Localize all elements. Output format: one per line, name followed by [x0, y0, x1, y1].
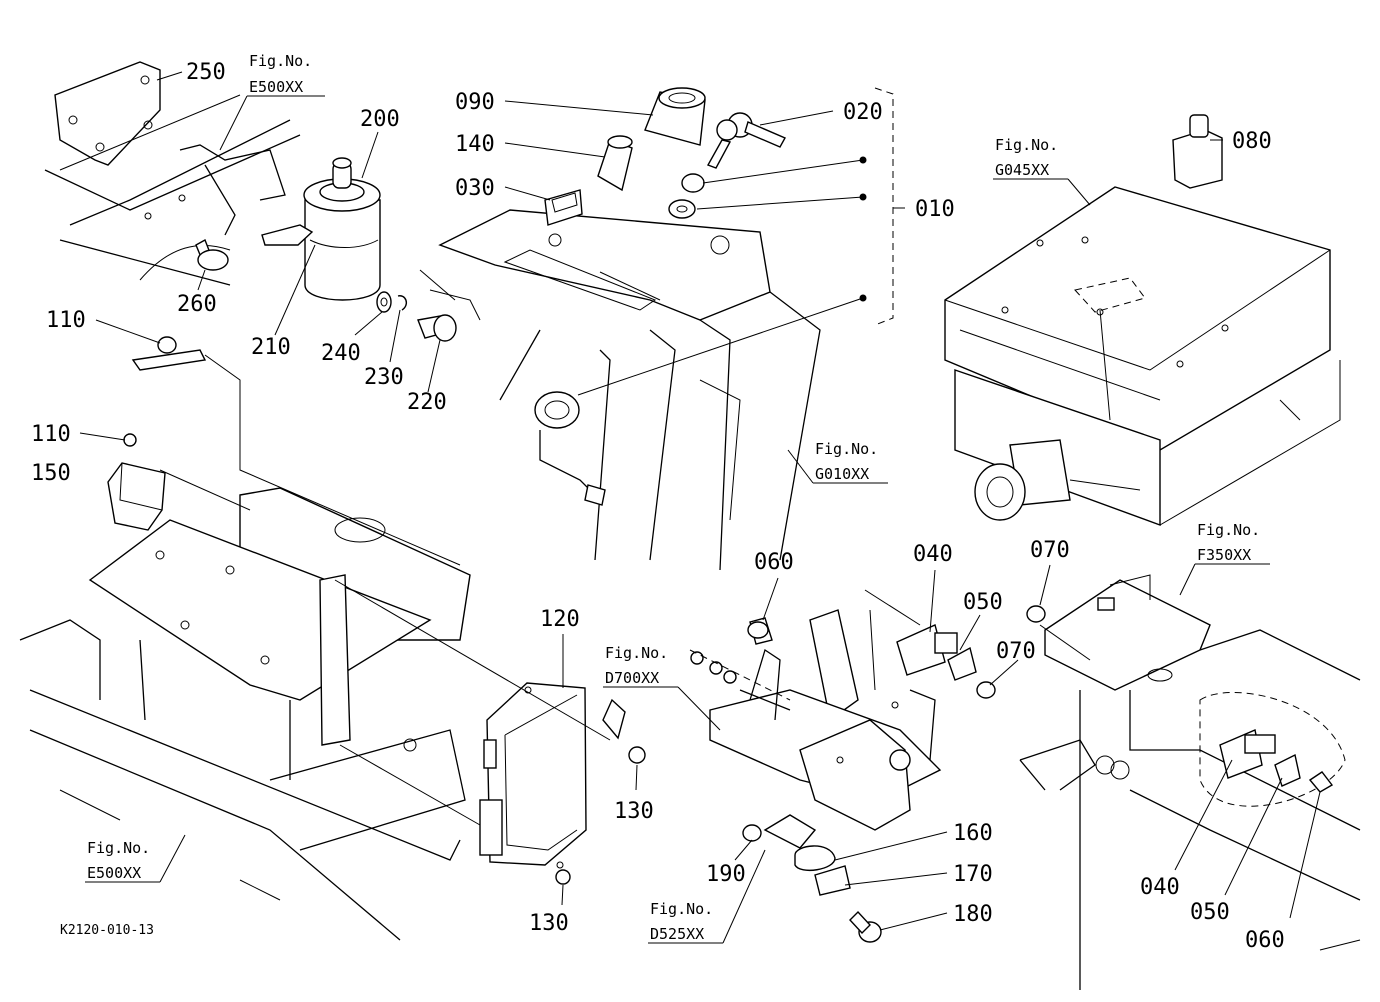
callout-050-right: 050: [1190, 900, 1230, 925]
callout-070-lower: 070: [996, 639, 1036, 664]
callout-230: 230: [364, 365, 404, 390]
callout-060-right: 060: [1245, 928, 1285, 953]
fig-ref-label: Fig.No.: [249, 52, 312, 70]
callout-020: 020: [843, 100, 883, 125]
callout-110-top: 110: [46, 308, 86, 333]
frame-top-left: [44, 94, 301, 286]
fig-ref-number: G045XX: [995, 161, 1049, 179]
switch-160-group: [742, 814, 882, 943]
bracket-plate-250: [54, 61, 161, 166]
assembly-g045xx: [944, 186, 1341, 527]
fig-ref-number: E500XX: [87, 864, 141, 882]
callout-labels: 250 200 260 210 240 230 220 110 110 150 …: [31, 60, 1285, 953]
fig-ref-number: D525XX: [650, 925, 704, 943]
fig-ref-label: Fig.No.: [650, 900, 713, 918]
frame-lower-left: [19, 487, 471, 941]
callout-070-upper: 070: [1030, 538, 1070, 563]
switch-030: [544, 189, 583, 226]
callout-170: 170: [953, 862, 993, 887]
callout-240: 240: [321, 341, 361, 366]
key-switch-090: [644, 87, 706, 146]
fig-ref-number: E500XX: [249, 78, 303, 96]
controller-box-120: [479, 682, 587, 869]
controller-150: [107, 433, 166, 531]
bolt-110-top: [131, 336, 207, 371]
callout-120: 120: [540, 607, 580, 632]
drawing: [19, 61, 1361, 990]
callout-190: 190: [706, 862, 746, 887]
nut-and-washer: [668, 173, 705, 219]
callout-160: 160: [953, 821, 993, 846]
callout-080: 080: [1232, 129, 1272, 154]
fasteners-060: [689, 617, 791, 701]
callout-040-mid: 040: [913, 542, 953, 567]
callout-180: 180: [953, 902, 993, 927]
rotary-switch-harness: [534, 391, 606, 506]
washers-and-screw: [376, 291, 457, 342]
callout-leaders: [79, 71, 1321, 944]
callout-210: 210: [251, 335, 291, 360]
bolts-130: [555, 698, 646, 885]
switch-080: [1172, 114, 1223, 189]
callout-050-mid: 050: [963, 590, 1003, 615]
fig-ref-label: Fig.No.: [605, 644, 668, 662]
fig-ref-number: D700XX: [605, 669, 659, 687]
dash-panel: [419, 209, 821, 571]
fig-ref-label: Fig.No.: [995, 136, 1058, 154]
callout-110-mid: 110: [31, 422, 71, 447]
callout-220: 220: [407, 390, 447, 415]
fig-ref-number: G010XX: [815, 465, 869, 483]
keys-020: [706, 112, 786, 169]
fig-ref-label: Fig.No.: [1197, 521, 1260, 539]
callout-060-mid: 060: [754, 550, 794, 575]
fig-ref-label: Fig.No.: [815, 440, 878, 458]
callout-140: 140: [455, 132, 495, 157]
callout-250: 250: [186, 60, 226, 85]
callout-130-mid: 130: [614, 799, 654, 824]
ignition-coil-210: [261, 157, 381, 301]
callout-130-bottom: 130: [529, 911, 569, 936]
figure-references: Fig.No. E500XX Fig.No. G045XX Fig.No. G0…: [87, 52, 1260, 943]
bolt-260: [195, 238, 229, 271]
switch-040-mid: [896, 605, 1046, 699]
fig-ref-label: Fig.No.: [87, 839, 150, 857]
bracket-d700xx: [709, 609, 942, 831]
callout-260: 260: [177, 292, 217, 317]
callout-200: 200: [360, 107, 400, 132]
fig-ref-number: F350XX: [1197, 546, 1251, 564]
connection-lines: [159, 354, 1091, 826]
callout-010: 010: [915, 197, 955, 222]
callout-150: 150: [31, 461, 71, 486]
switch-140: [597, 135, 633, 192]
callout-030: 030: [455, 176, 495, 201]
drawing-code: K2120-010-13: [60, 923, 154, 938]
callout-090: 090: [455, 90, 495, 115]
callout-040-right: 040: [1140, 875, 1180, 900]
assembly-f350xx: [1019, 574, 1361, 990]
